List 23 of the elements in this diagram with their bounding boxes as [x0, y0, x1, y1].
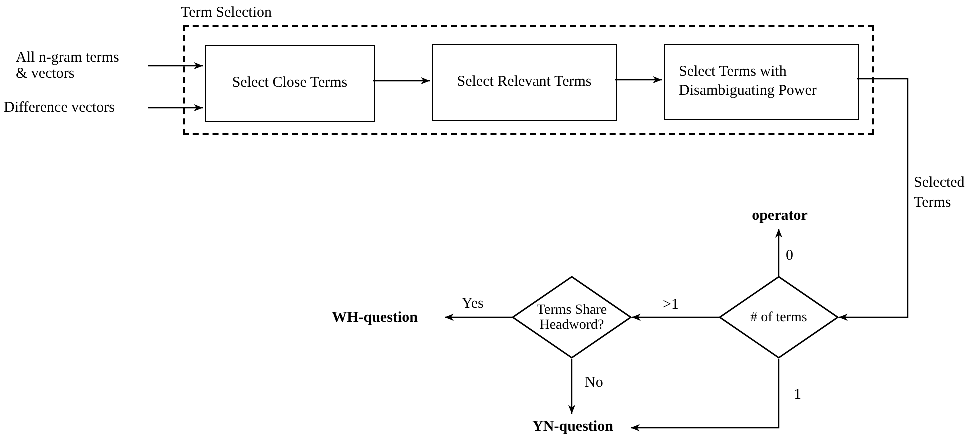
- outcome-label: operator: [740, 208, 820, 226]
- arrow: [632, 314, 719, 322]
- decision-diamond: [719, 276, 839, 359]
- decision-diamond: [512, 276, 632, 359]
- decision-text: # of terms: [750, 310, 808, 325]
- arrow: [615, 76, 662, 84]
- input-label: All n-gram terms & vectors: [16, 50, 134, 84]
- group-title: Term Selection: [181, 5, 272, 21]
- arrow: [148, 104, 203, 112]
- arrow: [631, 359, 780, 432]
- arrow: [373, 77, 430, 85]
- input-label: Difference vectors: [4, 100, 144, 118]
- arrow: [148, 62, 203, 70]
- arrow: [568, 359, 576, 414]
- arrow: [445, 314, 512, 322]
- arrow: [775, 229, 783, 276]
- outcome-label: YN-question: [520, 419, 626, 437]
- arrow: [839, 78, 909, 322]
- decision-text: Terms Share Headword?: [536, 302, 608, 332]
- outcome-label: WH-question: [322, 310, 428, 328]
- process-box: Select Close Terms: [205, 45, 375, 122]
- process-box: Select Relevant Terms: [432, 44, 617, 121]
- process-box: Select Terms with Disambiguating Power: [664, 44, 859, 120]
